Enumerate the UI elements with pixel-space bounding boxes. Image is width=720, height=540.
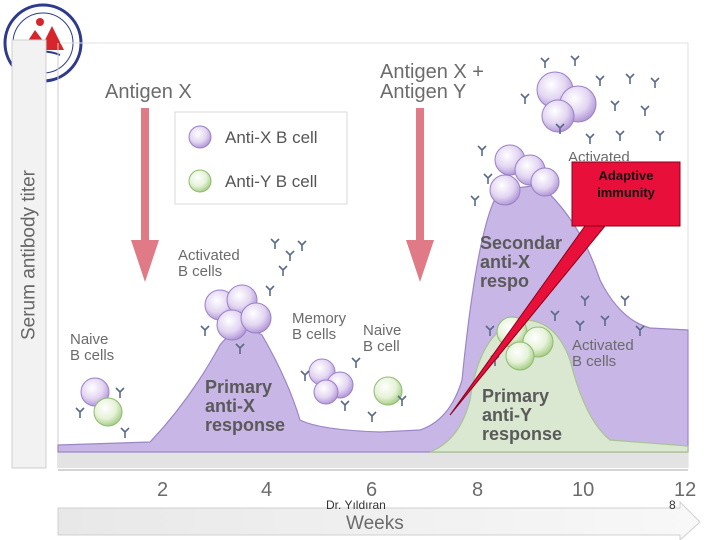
activated-b-cells-label-1: Activated [178,247,240,264]
activated-right-label-2: B cells [572,353,617,370]
anti-x-cell-icon [188,125,212,149]
x-tick-4: 4 [261,479,273,501]
naive-b-cells-label-2: B cells [70,347,115,364]
antigen-xy-label-line1: Antigen X + [380,61,484,83]
activated-b-cells-cluster-1 [204,284,272,341]
x-tick-2: 2 [157,479,169,501]
memory-b-cells-label-2: B cells [292,326,337,343]
activated-cells-top-cluster [489,71,597,206]
legend-anti-x-label: Anti-X B cell [225,128,318,147]
x-axis-arrow [57,500,701,540]
secondary-x-response-2: anti-X [480,252,531,272]
y-axis-panel [11,39,47,469]
antigen-xy-arrow [406,108,434,282]
x-axis-label: Weeks [346,513,404,534]
anti-y-cell-icon [188,169,212,193]
memory-b-cells-label-1: Memory [292,310,347,327]
secondary-x-response-1: Secondar [480,233,563,253]
naive-b-cells-label-1: Naive [70,331,109,348]
naive-b-cell-y [373,376,403,406]
naive-b-cell-label-2: B cell [363,338,400,355]
page-number: 8 [669,498,676,512]
callout-line-2: immunity [597,184,655,200]
primary-y-response-1: Primary [482,386,550,406]
activated-b-cells-label-2: B cells [178,263,223,280]
primary-y-response-2: anti-Y [482,405,533,425]
footer-author: Dr. Yıldıran [326,498,386,512]
antigen-x-label: Antigen X [105,81,192,103]
primary-x-response-1: Primary [205,377,273,397]
antigen-x-arrow [131,108,159,282]
primary-y-response-3: response [482,424,563,444]
naive-b-cells-cluster [80,377,123,427]
x-tick-8: 8 [472,479,484,501]
antigen-xy-label-line2: Antigen Y [380,81,467,103]
activated-top-label: Activated [568,150,630,161]
x-tick-12: 12 [674,479,697,501]
secondary-x-response-3: respo [480,271,530,291]
naive-b-cell-label-1: Naive [363,322,402,339]
y-axis-label: Serum antibody titer [18,169,40,341]
callout-line-1: Adaptive [598,168,654,183]
legend-anti-y-label: Anti-Y B cell [225,172,318,191]
x-tick-6: 6 [366,479,378,501]
x-tick-10: 10 [572,479,595,501]
primary-x-response-2: anti-X [205,396,256,416]
primary-x-response-3: response [205,415,286,435]
activated-right-label-1: Activated [572,337,634,354]
adaptive-immunity-callout [449,161,681,416]
callout-label: Adaptive immunity [572,168,680,202]
memory-b-cells-cluster [308,358,354,405]
